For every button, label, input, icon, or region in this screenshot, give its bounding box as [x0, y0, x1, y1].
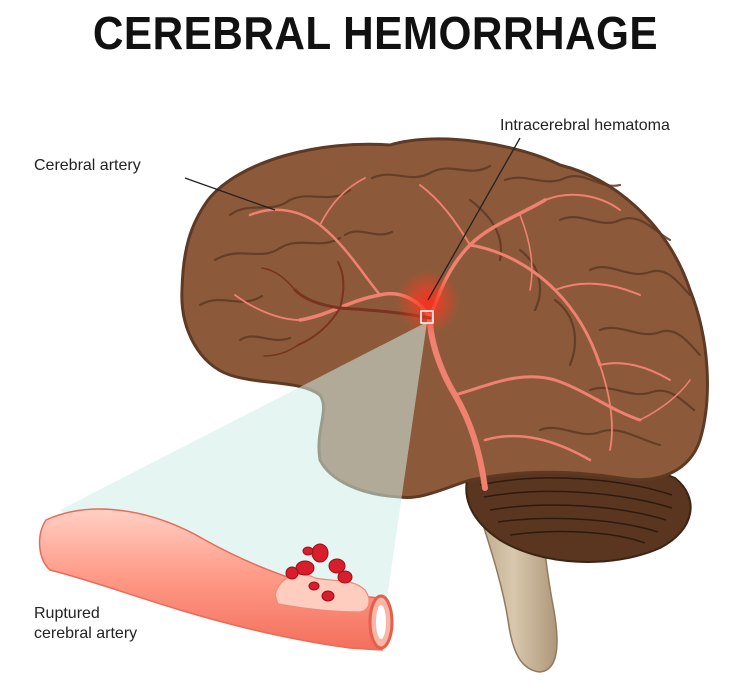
- zoomed-vessel: [38, 508, 394, 651]
- ruptured-artery-label: Ruptured cerebral artery: [34, 604, 137, 644]
- hemorrhage-site: [396, 270, 460, 334]
- page-title: CEREBRAL HEMORRHAGE: [92, 7, 659, 59]
- blood-cells: [285, 543, 353, 602]
- hematoma-pointer: [427, 137, 521, 301]
- cerebral-artery-label: Cerebral artery: [34, 157, 141, 174]
- artery-pointer: [184, 177, 276, 211]
- zoom-marker: [420, 310, 434, 324]
- ruptured-label-line-1: Ruptured: [34, 605, 100, 622]
- ruptured-label-line-2: cerebral artery: [34, 625, 138, 642]
- hematoma-label: Intracerebral hematoma: [500, 117, 670, 134]
- cerebellum: [465, 455, 692, 563]
